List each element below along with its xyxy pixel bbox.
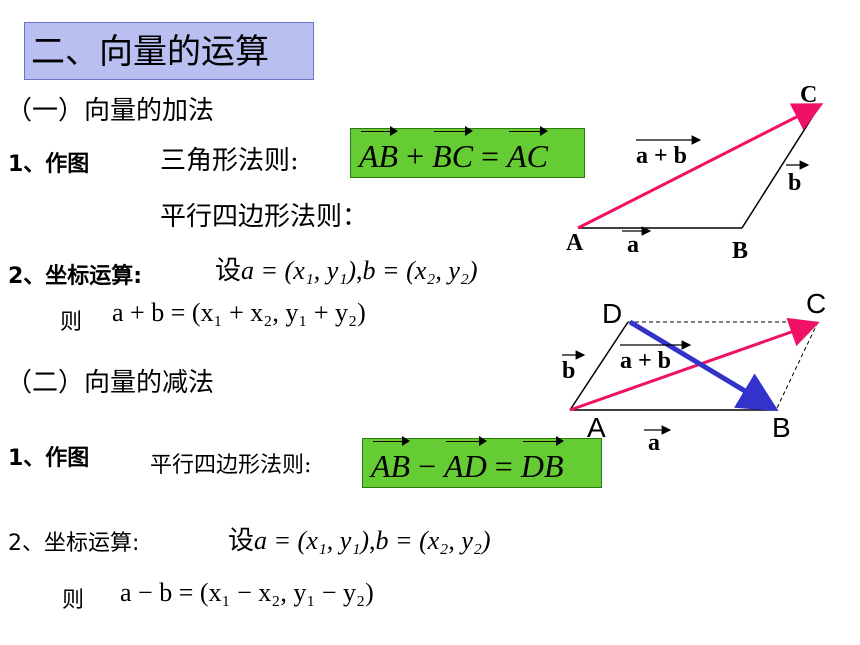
vector-ab: AB: [371, 436, 411, 493]
vec-sum-label: a + b: [636, 143, 688, 169]
point-b-label: B: [732, 238, 749, 264]
section2-result: a − b = (x₁ − x₂, y₁ − y₂): [120, 578, 374, 607]
section2-coord-def: 设a = (x₁, y₁),b = (x₂, y₂): [228, 526, 491, 555]
vector-sum-ac: [577, 103, 824, 230]
minus-sign: −: [418, 448, 437, 484]
vector-diff-db: [628, 319, 779, 412]
coord-def-a: a = (x₁, y₁): [254, 526, 370, 555]
coord-def-b: b = (x₂, y₂): [362, 256, 478, 285]
vec-b-label: b: [788, 170, 802, 196]
section1-step1: 1、作图: [8, 152, 90, 177]
side-ad: [569, 321, 629, 411]
point-c-label: C: [800, 82, 818, 108]
section2-step2: 2、坐标运算:: [8, 531, 140, 556]
vector-bc: BC: [432, 126, 473, 183]
triangle-rule-label: 三角形法则:: [160, 146, 299, 176]
section1-heading: （一）向量的加法: [6, 96, 215, 126]
coord-prefix: 设: [215, 256, 242, 285]
section1-step2: 2、坐标运算:: [8, 264, 143, 289]
vector-sum-ac: [569, 317, 820, 412]
parallelogram-diagram: [562, 317, 820, 435]
section1-coord-def: 设a = (x₁, y₁),b = (x₂, y₂): [215, 256, 478, 285]
equals-sign: =: [494, 448, 513, 484]
coord-prefix: 设: [228, 526, 255, 555]
coord-def-b: b = (x₂, y₂): [375, 526, 491, 555]
vector-ac: AC: [507, 126, 548, 183]
vector-ab: AB: [359, 126, 399, 183]
point-a-label: A: [566, 230, 584, 256]
parallelogram-rule-label: 平行四边形法则：: [160, 202, 369, 232]
section2-step1: 1、作图: [8, 446, 90, 471]
page-title: 二、向量的运算: [24, 22, 314, 80]
coord-def-a: a = (x₁, y₁): [241, 256, 357, 285]
vector-db: DB: [521, 436, 564, 493]
vec-b-label: b: [562, 358, 576, 384]
plus-sign: +: [406, 138, 425, 174]
section2-parallelogram-label: 平行四边形法则:: [150, 453, 312, 478]
vec-a-label: a: [627, 232, 639, 258]
triangle-formula: AB + BC = AC: [350, 126, 585, 178]
point-d-label: D: [602, 298, 623, 329]
vec-sum-label: a + b: [620, 348, 672, 374]
vec-a-label: a: [648, 430, 660, 456]
vector-ad: AD: [444, 436, 487, 493]
section1-result: a + b = (x₁ + x₂, y₁ + y₂): [112, 298, 366, 327]
triangle-diagram: [577, 103, 824, 236]
section2-heading: （二）向量的减法: [6, 368, 215, 398]
point-a-label: A: [587, 412, 606, 443]
point-b-label: B: [772, 412, 791, 443]
section2-then: 则: [62, 588, 85, 613]
point-c-label: C: [806, 288, 827, 319]
equals-sign: =: [481, 138, 500, 174]
subtraction-formula: AB − AD = DB: [362, 436, 602, 488]
section1-then: 则: [60, 310, 83, 335]
